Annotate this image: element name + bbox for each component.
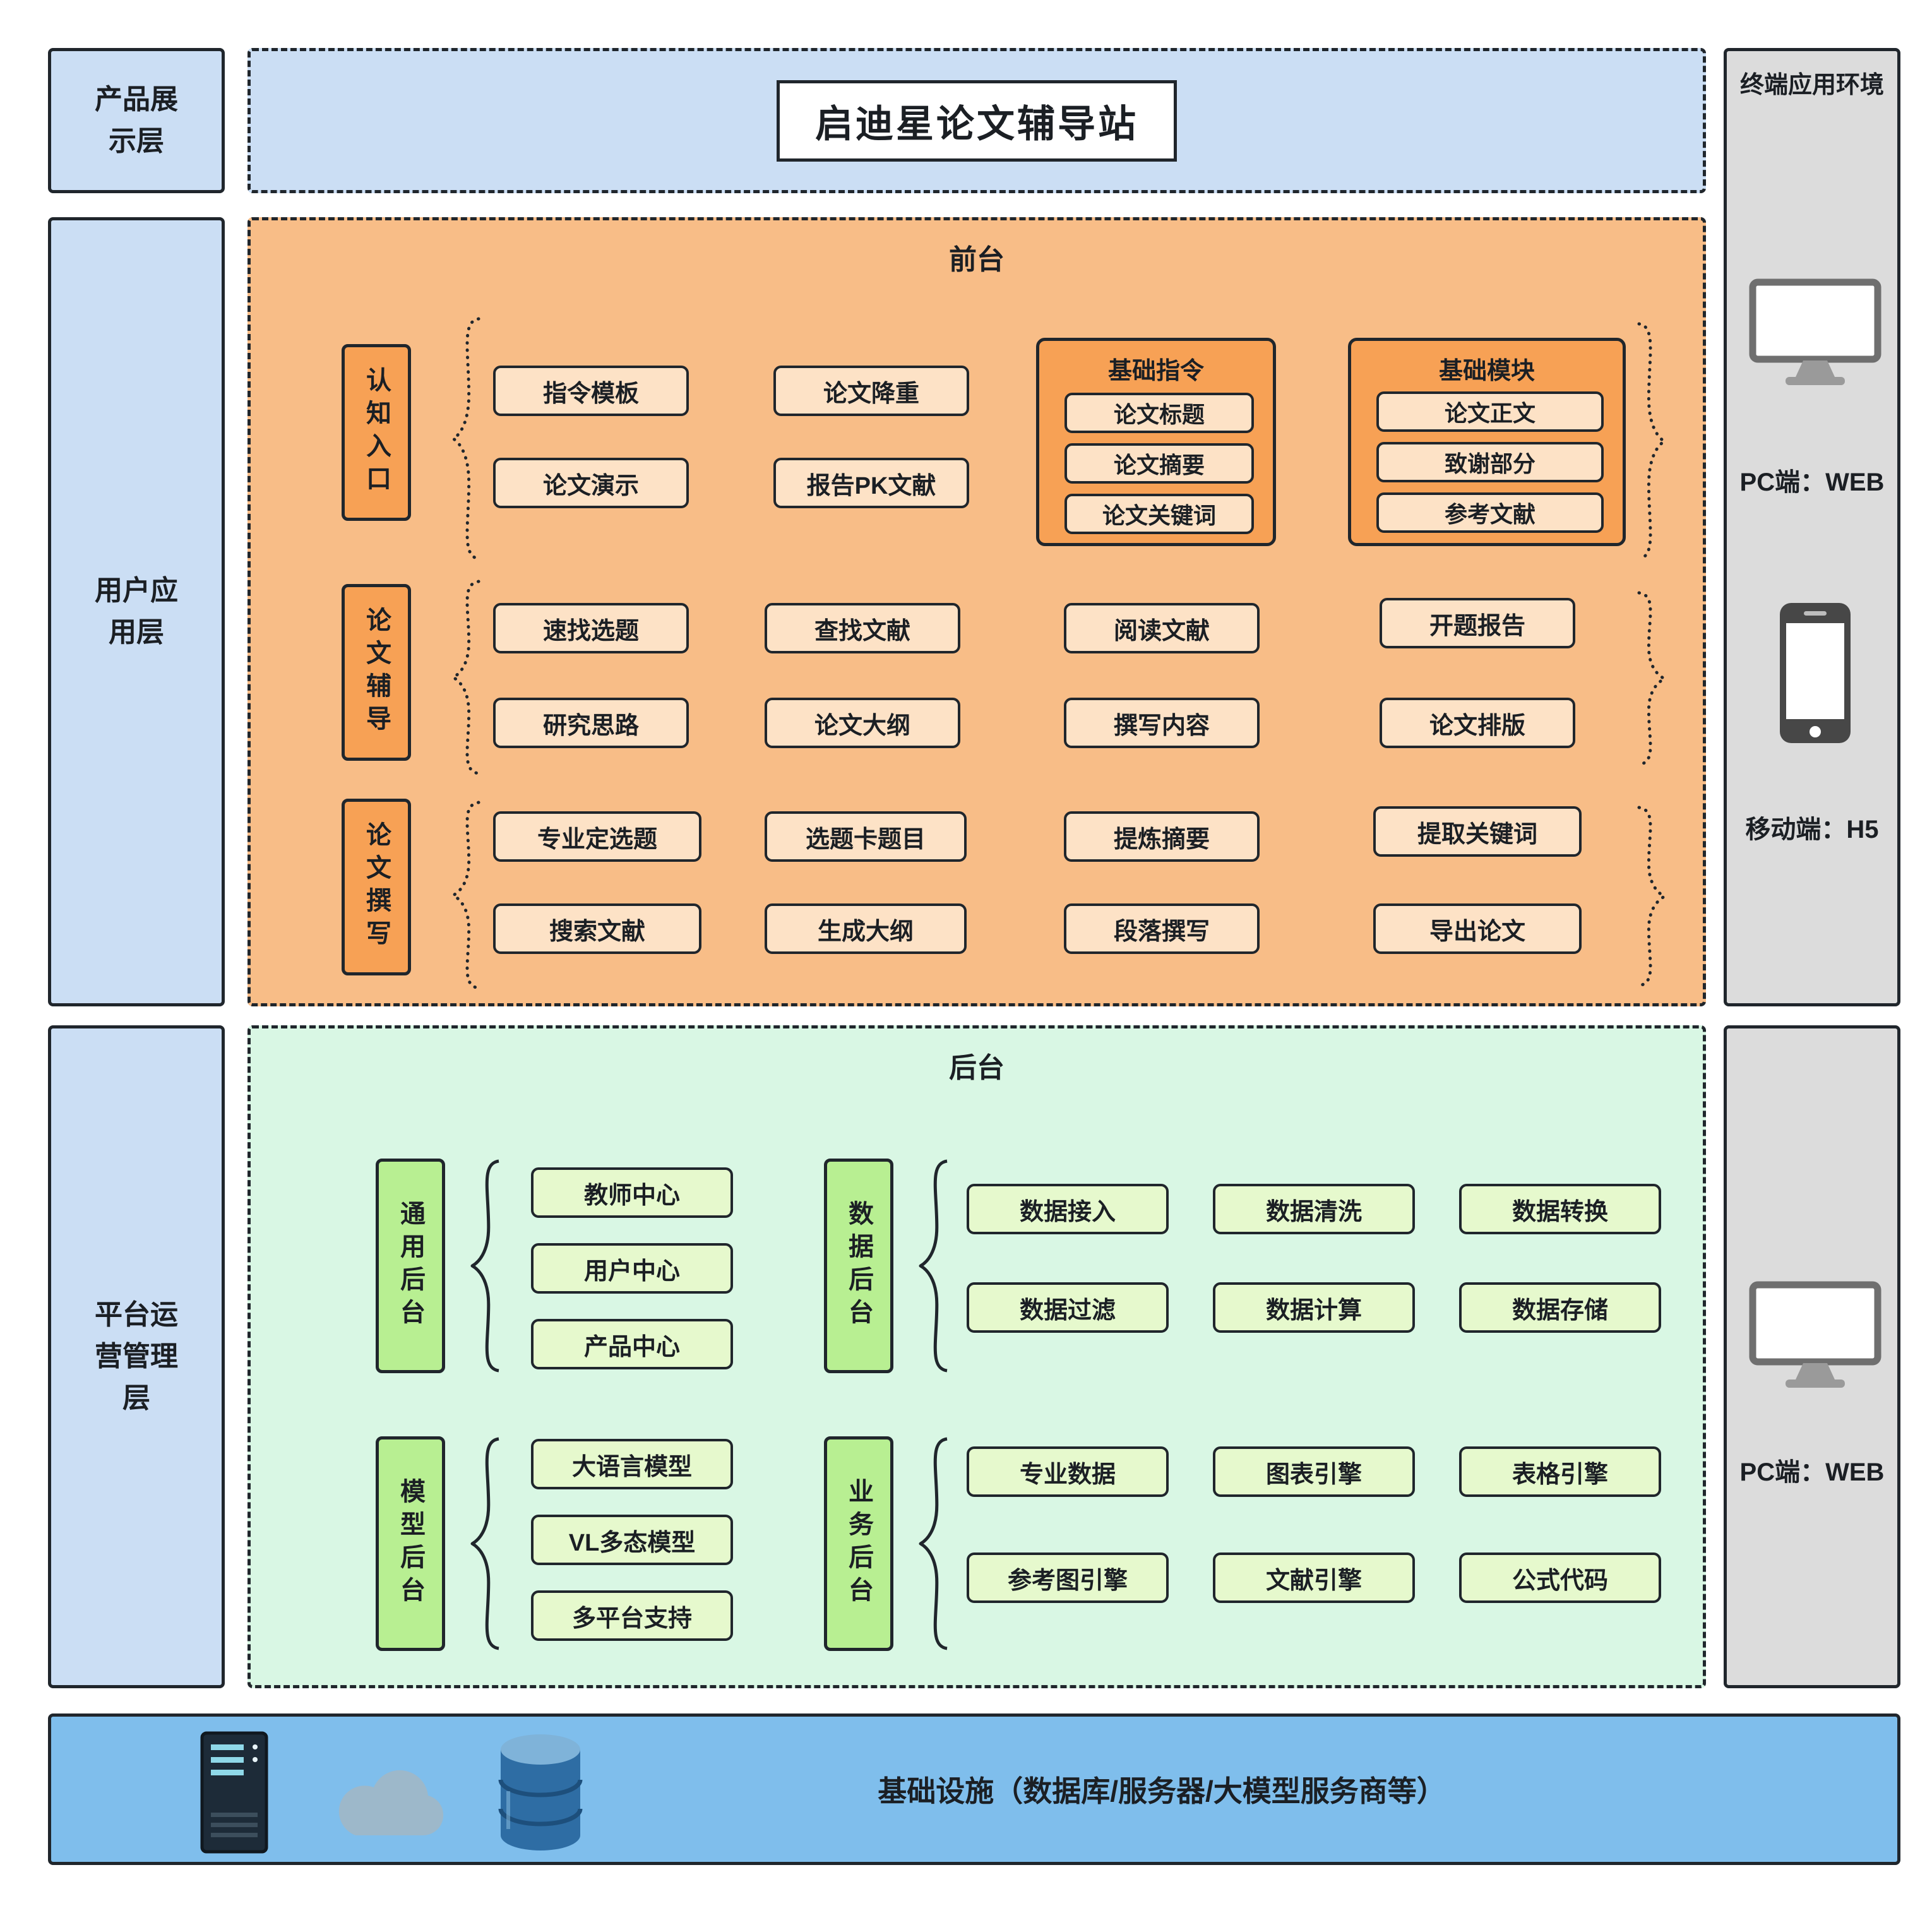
monitor-icon bbox=[1749, 1281, 1881, 1395]
backend-title: 后台 bbox=[949, 1052, 1005, 1083]
front-module-box: 论文演示 bbox=[493, 458, 689, 508]
backend-module-box: 参考图引擎 bbox=[967, 1552, 1169, 1603]
group-title: 基础指令 bbox=[1107, 358, 1204, 384]
backend-module-box: 数据过滤 bbox=[967, 1282, 1169, 1333]
backend-module-box: 数据计算 bbox=[1213, 1282, 1415, 1333]
front-module-box: 指令模板 bbox=[493, 366, 689, 416]
backend-label-data: 数据后台 bbox=[824, 1159, 893, 1373]
front-module-box: 报告PK文献 bbox=[773, 458, 969, 508]
backend-section: 后台 通用后台 教师中心 用户中心 产品中心 数据后台 数据接入 数据清洗 数据… bbox=[247, 1025, 1706, 1688]
grouping-brace bbox=[470, 1159, 501, 1373]
smartphone-icon bbox=[1777, 600, 1853, 749]
grouping-brace bbox=[451, 800, 480, 991]
backend-label-business: 业务后台 bbox=[824, 1436, 893, 1651]
front-label-paper-writing: 论文撰写 bbox=[342, 799, 411, 975]
front-module-box: 专业定选题 bbox=[493, 811, 701, 862]
backend-module-box: 专业数据 bbox=[967, 1446, 1169, 1497]
front-module-box: 段落撰写 bbox=[1064, 903, 1260, 954]
backend-module-box: 用户中心 bbox=[531, 1243, 733, 1294]
backend-label-general: 通用后台 bbox=[376, 1159, 445, 1373]
product-banner: 启迪星论文辅导站 bbox=[247, 48, 1706, 193]
backend-module-box: 文献引擎 bbox=[1213, 1552, 1415, 1603]
backend-module-box: 数据清洗 bbox=[1213, 1184, 1415, 1234]
basic-commands-group: 基础指令 论文标题 论文摘要 论文关键词 bbox=[1036, 338, 1276, 546]
layer-label-text: 平台运营管理层 bbox=[95, 1299, 178, 1414]
server-icon bbox=[200, 1731, 269, 1857]
grouping-brace bbox=[470, 1436, 501, 1651]
backend-module-box: 教师中心 bbox=[531, 1167, 733, 1218]
grouping-brace bbox=[451, 316, 480, 561]
pc-web-label: PC端：WEB bbox=[1739, 1458, 1885, 1486]
front-label-cognitive-entry: 认知入口 bbox=[342, 344, 411, 521]
product-title: 启迪星论文辅导站 bbox=[777, 80, 1177, 162]
front-label-paper-tutoring: 论文辅导 bbox=[342, 584, 411, 761]
monitor-icon bbox=[1749, 278, 1881, 392]
infrastructure-label-wrap: 基础设施（数据库/服务器/大模型服务商等） bbox=[767, 1717, 1556, 1862]
front-module-box: 致谢部分 bbox=[1376, 442, 1604, 482]
backend-module-box: 数据接入 bbox=[967, 1184, 1169, 1234]
layer-user-application: 用户应用层 bbox=[48, 217, 225, 1006]
grouping-brace bbox=[1637, 590, 1666, 767]
database-icon bbox=[493, 1731, 588, 1857]
front-module-box: 论文正文 bbox=[1376, 391, 1604, 432]
basic-modules-group: 基础模块 论文正文 致谢部分 参考文献 bbox=[1348, 338, 1626, 546]
mobile-h5-label: 移动端：H5 bbox=[1745, 816, 1879, 843]
frontend-section: 前台 认知入口 指令模板 论文演示 论文降重 报告PK文献 基础指令 论文标题 … bbox=[247, 217, 1706, 1006]
backend-module-box: 数据存储 bbox=[1459, 1282, 1661, 1333]
backend-module-box: 大语言模型 bbox=[531, 1439, 733, 1489]
infrastructure-label: 基础设施（数据库/服务器/大模型服务商等） bbox=[878, 1775, 1446, 1808]
grouping-brace bbox=[919, 1436, 949, 1651]
grouping-brace bbox=[1637, 321, 1666, 561]
front-module-box: 搜索文献 bbox=[493, 903, 701, 954]
front-module-box: 提炼摘要 bbox=[1064, 811, 1260, 862]
terminal-env-panel: 终端应用环境 PC端：WEB 移动端：H5 bbox=[1724, 48, 1900, 1006]
grouping-brace bbox=[451, 579, 480, 776]
backend-module-box: 图表引擎 bbox=[1213, 1446, 1415, 1497]
backend-module-box: 多平台支持 bbox=[531, 1590, 733, 1641]
admin-terminal-panel: PC端：WEB bbox=[1724, 1025, 1900, 1688]
front-module-box: 提取关键词 bbox=[1373, 806, 1582, 857]
cloud-icon bbox=[323, 1761, 455, 1843]
front-module-box: 生成大纲 bbox=[765, 903, 967, 954]
backend-module-box: 公式代码 bbox=[1459, 1552, 1661, 1603]
front-module-box: 论文排版 bbox=[1380, 698, 1575, 748]
layer-product-display: 产品展示层 bbox=[48, 48, 225, 193]
pc-web-label: PC端：WEB bbox=[1739, 468, 1885, 496]
backend-module-box: 产品中心 bbox=[531, 1319, 733, 1369]
front-module-box: 速找选题 bbox=[493, 603, 689, 653]
front-module-box: 论文关键词 bbox=[1064, 494, 1254, 534]
front-module-box: 开题报告 bbox=[1380, 598, 1575, 648]
front-module-box: 论文摘要 bbox=[1064, 443, 1254, 484]
front-module-box: 撰写内容 bbox=[1064, 698, 1260, 748]
infrastructure-bar: 基础设施（数据库/服务器/大模型服务商等） bbox=[48, 1713, 1900, 1865]
backend-module-box: VL多态模型 bbox=[531, 1515, 733, 1565]
layer-label-text: 产品展示层 bbox=[95, 84, 178, 157]
front-module-box: 参考文献 bbox=[1376, 492, 1604, 533]
front-module-box: 导出论文 bbox=[1373, 903, 1582, 954]
layer-label-text: 用户应用层 bbox=[95, 575, 178, 648]
front-module-box: 选题卡题目 bbox=[765, 811, 967, 862]
backend-label-model: 模型后台 bbox=[376, 1436, 445, 1651]
grouping-brace bbox=[1637, 805, 1666, 988]
front-module-box: 查找文献 bbox=[765, 603, 960, 653]
layer-platform-operations: 平台运营管理层 bbox=[48, 1025, 225, 1688]
front-module-box: 论文标题 bbox=[1064, 393, 1254, 433]
grouping-brace bbox=[919, 1159, 949, 1373]
frontend-title: 前台 bbox=[949, 244, 1005, 275]
front-module-box: 论文大纲 bbox=[765, 698, 960, 748]
backend-module-box: 表格引擎 bbox=[1459, 1446, 1661, 1497]
backend-module-box: 数据转换 bbox=[1459, 1184, 1661, 1234]
front-module-box: 研究思路 bbox=[493, 698, 689, 748]
front-module-box: 论文降重 bbox=[773, 366, 969, 416]
group-title: 基础模块 bbox=[1438, 358, 1535, 384]
front-module-box: 阅读文献 bbox=[1064, 603, 1260, 653]
terminal-env-title: 终端应用环境 bbox=[1739, 72, 1884, 98]
